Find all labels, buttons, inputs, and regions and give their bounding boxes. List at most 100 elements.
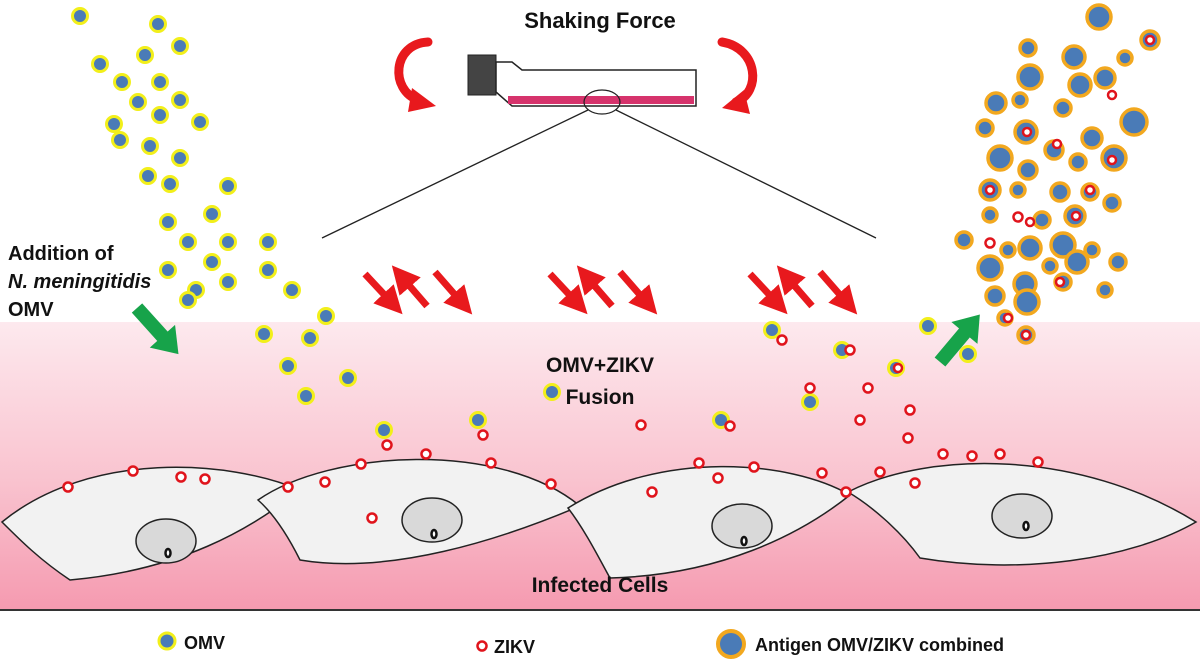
- nucleus-4: [991, 493, 1053, 539]
- combined-particle: [1068, 152, 1088, 172]
- zikv-particle: [635, 419, 647, 431]
- shake-arrow-down: [432, 269, 473, 315]
- combined-particle: [986, 144, 1014, 172]
- combined-particle: [981, 206, 999, 224]
- omv-particle: [919, 317, 937, 335]
- omv-particle: [111, 131, 129, 149]
- zoom-lines: [321, 109, 877, 239]
- fusion-label: OMV+ZIKV Fusion: [500, 350, 700, 414]
- combined-particle: [1119, 107, 1149, 137]
- omv-particle: [203, 253, 221, 271]
- combined-particle: [1016, 63, 1044, 91]
- shake-arrow-up: [776, 265, 815, 309]
- combined-particle: [1041, 257, 1059, 275]
- zikv-particle: [712, 472, 724, 484]
- zikv-particle: [693, 457, 705, 469]
- zikv-particle: [545, 478, 557, 490]
- omv-particle: [279, 357, 297, 375]
- zikv-particle: [175, 471, 187, 483]
- attached-zikv: [1070, 210, 1082, 222]
- omv-particle: [179, 233, 197, 251]
- zikv-particle: [776, 334, 788, 346]
- omv-particle: [113, 73, 131, 91]
- shake-arrow-up: [576, 265, 615, 309]
- nucleus-virus-marks: [164, 520, 1030, 559]
- attached-zikv: [1002, 312, 1014, 324]
- combined-particle: [1108, 252, 1128, 272]
- omv-particle: [283, 281, 301, 299]
- cell-3: [566, 465, 852, 579]
- combined-particle: [984, 285, 1006, 307]
- nucleus-3: [711, 503, 773, 549]
- combined-particle: [1049, 231, 1077, 259]
- zikv-particle: [646, 486, 658, 498]
- shake-arrow-down: [362, 271, 403, 315]
- zikv-particle: [199, 473, 211, 485]
- omv-particle: [959, 345, 977, 363]
- zikv-particle: [724, 420, 736, 432]
- shaking-arrows: [362, 265, 858, 315]
- zikv-particle: [282, 481, 294, 493]
- zikv-particle: [902, 432, 914, 444]
- zikv-particle: [127, 465, 139, 477]
- shaking-tube-icon: [467, 54, 697, 115]
- combined-particle: [1013, 288, 1041, 316]
- attached-zikv: [1020, 329, 1032, 341]
- zikv-particle: [966, 450, 978, 462]
- zikv-particle: [994, 448, 1006, 460]
- omv-particle: [151, 106, 169, 124]
- omv-particle: [161, 175, 179, 193]
- addition-line-2: N. meningitidis: [8, 271, 152, 293]
- zikv-particle: [984, 237, 996, 249]
- combined-particle: [1080, 126, 1104, 150]
- combined-particle: [954, 230, 974, 250]
- omv-particle: [317, 307, 335, 325]
- omv-particle: [469, 411, 487, 429]
- cell-nuclei: [135, 493, 1053, 564]
- zikv-particle: [816, 467, 828, 479]
- rotate-left-arrow-icon: [394, 37, 433, 105]
- omv-particle: [219, 273, 237, 291]
- nucleus-1: [135, 518, 197, 564]
- zikv-particle: [1032, 456, 1044, 468]
- omv-particle: [179, 291, 197, 309]
- omv-particle: [259, 233, 277, 251]
- omv-particle: [801, 393, 819, 411]
- combined-particle: [1011, 91, 1029, 109]
- omv-particle: [301, 329, 319, 347]
- combined-particle: [1116, 49, 1134, 67]
- omv-particle: [171, 149, 189, 167]
- page-title: Shaking Force: [524, 8, 676, 33]
- omv-particle: [139, 167, 157, 185]
- zikv-particle: [904, 404, 916, 416]
- shake-arrow-down: [547, 271, 588, 315]
- attached-zikv: [1144, 34, 1156, 46]
- omv-particle: [91, 55, 109, 73]
- infected-cells-label: Infected Cells: [531, 574, 669, 597]
- combined-particle: [1009, 181, 1027, 199]
- attached-zikv: [1024, 216, 1036, 228]
- addition-line-3: OMV: [8, 299, 54, 321]
- nucleus-2: [401, 497, 463, 543]
- shake-arrow-down: [817, 269, 858, 315]
- attached-zikv: [1021, 126, 1033, 138]
- omv-particle: [375, 421, 393, 439]
- combined-particle: [975, 118, 995, 138]
- omv-particle: [149, 15, 167, 33]
- combined-particle: [1093, 66, 1117, 90]
- attached-zikv: [1106, 89, 1118, 101]
- attached-zikv: [1051, 138, 1063, 150]
- legend-icons: [157, 629, 746, 659]
- attached-zikv: [984, 184, 996, 196]
- attached-zikv: [1084, 184, 1096, 196]
- zikv-particle: [355, 458, 367, 470]
- attached-zikv: [1106, 154, 1118, 166]
- combined-particle: [1061, 44, 1087, 70]
- zikv-particle: [844, 344, 856, 356]
- zikv-particle: [485, 457, 497, 469]
- omv-particle: [219, 233, 237, 251]
- omv-particle: [141, 137, 159, 155]
- input-arrow-icon: [131, 303, 179, 355]
- combined-particle: [1032, 210, 1052, 230]
- output-arrow-icon: [934, 314, 980, 367]
